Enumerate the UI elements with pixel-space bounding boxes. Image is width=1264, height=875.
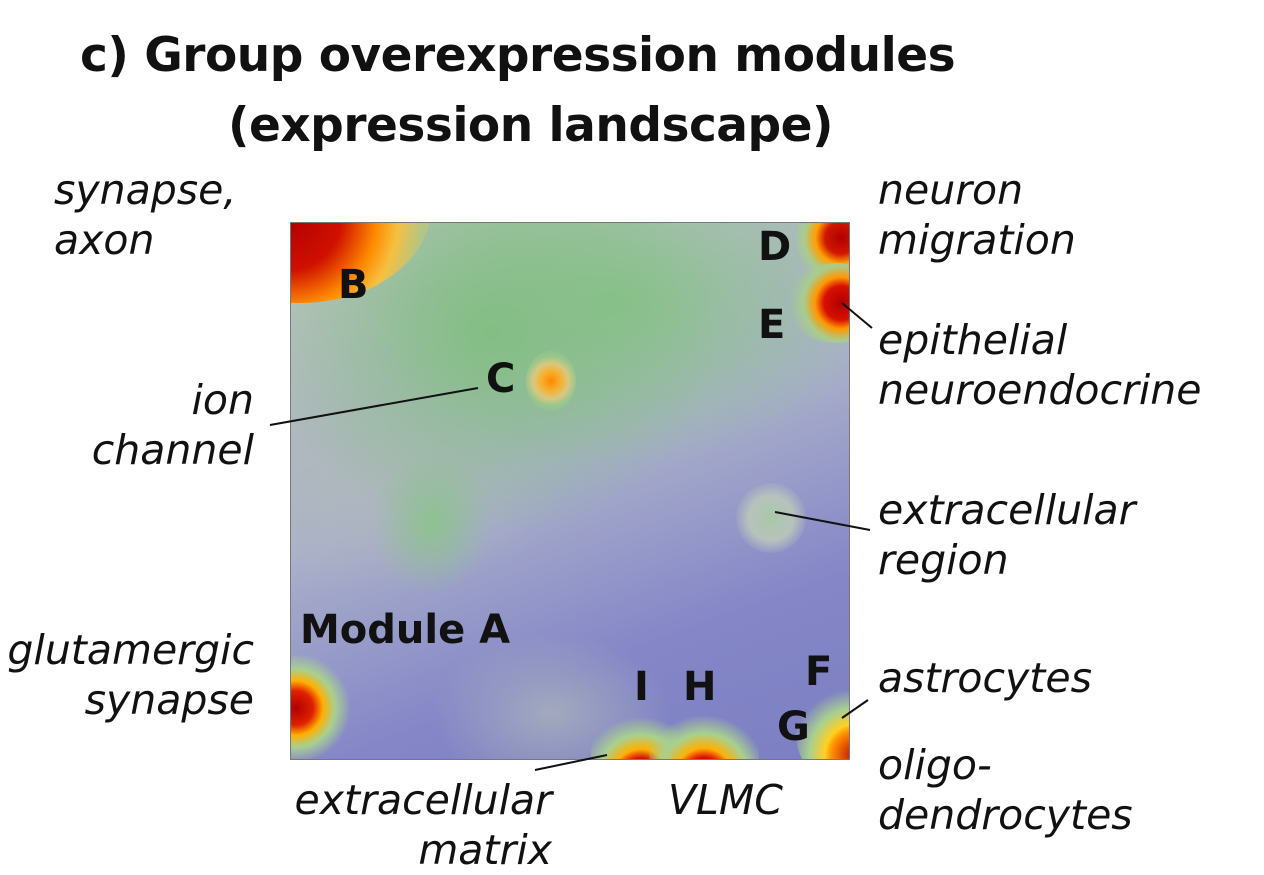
- figure-title-line2: (expression landscape): [228, 98, 834, 153]
- annotation-line: ion: [191, 376, 254, 424]
- leader-line-astrocytes: [841, 699, 869, 719]
- annotation-line: extracellular: [878, 486, 1136, 534]
- hotspot-c: [526, 351, 576, 411]
- annotation-line: migration: [878, 216, 1076, 264]
- annotation-astrocytes: astrocytes: [878, 654, 1092, 702]
- annotation-line: glutamergic: [7, 626, 254, 674]
- module-label-i: I: [634, 664, 649, 710]
- module-label-g: G: [777, 704, 810, 750]
- annotation-line: synapse,: [54, 166, 237, 214]
- module-label-c: C: [486, 356, 516, 402]
- annotation-ion-channel: ion channel: [92, 375, 254, 475]
- leader-line-extracellular-region: [774, 511, 871, 531]
- annotation-line: dendrocytes: [878, 791, 1133, 839]
- module-label-f: F: [805, 649, 833, 695]
- annotation-line: matrix: [418, 826, 552, 874]
- annotation-line: region: [878, 536, 1009, 584]
- annotation-synapse-axon: synapse, axon: [54, 165, 236, 265]
- module-label-a: Module A: [300, 607, 511, 653]
- annotation-line: synapse: [84, 676, 254, 724]
- expression-landscape-heatmap: [290, 222, 850, 760]
- module-label-b: B: [338, 262, 369, 308]
- annotation-line: oligo-: [878, 741, 992, 789]
- annotation-line: neuroendocrine: [878, 366, 1202, 414]
- annotation-line: neuron: [878, 166, 1024, 214]
- annotation-neuron-migration: neuron migration: [878, 165, 1076, 265]
- annotation-glutamergic-synapse: glutamergic synapse: [7, 625, 254, 725]
- leader-line-ion-channel: [269, 387, 479, 426]
- leader-line-epithelial: [841, 302, 873, 329]
- annotation-line: channel: [91, 426, 254, 474]
- annotation-line: axon: [54, 216, 155, 264]
- annotation-oligodendrocytes: oligo- dendrocytes: [878, 740, 1133, 840]
- module-label-e: E: [758, 302, 786, 348]
- annotation-extracellular-matrix: extracellular matrix: [295, 775, 552, 875]
- annotation-line: extracellular: [294, 776, 552, 824]
- leader-line-extracellular-matrix: [534, 754, 608, 771]
- figure-title-line1: c) Group overexpression modules: [80, 28, 956, 83]
- annotation-vlmc: VLMC: [668, 776, 783, 824]
- annotation-line: epithelial: [878, 316, 1068, 364]
- hotspot-extracellular-region: [736, 483, 806, 553]
- module-label-d: D: [758, 224, 792, 270]
- annotation-epithelial-neuroendocrine: epithelial neuroendocrine: [878, 315, 1201, 415]
- annotation-extracellular-region: extracellular region: [878, 485, 1135, 585]
- module-label-h: H: [683, 664, 717, 710]
